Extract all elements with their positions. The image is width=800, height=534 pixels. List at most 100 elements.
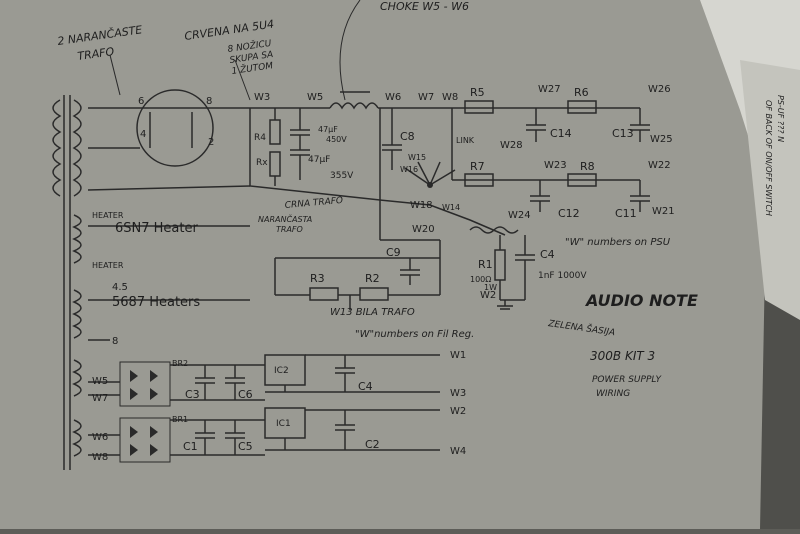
label-rx: Rx: [256, 158, 268, 168]
label-c4-hv: C4: [540, 248, 555, 261]
side-paper: [740, 60, 800, 320]
label-c14: C14: [550, 127, 572, 140]
note-power-1: POWER SUPPLY: [592, 375, 663, 385]
label-c5: C5: [238, 440, 253, 453]
wire-w3: W3: [254, 92, 270, 103]
wire-w8: W8: [442, 92, 458, 103]
note-top-left-2: TRAFO: [77, 45, 116, 63]
fil-reg-lower: [88, 407, 440, 463]
label-c3: C3: [185, 388, 200, 401]
note-power-2: WIRING: [596, 389, 630, 399]
cap-c14: [526, 108, 546, 142]
note-w-fil: "W"numbers on Fil Reg.: [355, 329, 474, 340]
label-c1: C1: [183, 440, 198, 453]
note-side-2: OF BACK OF ON/OFF SWITCH: [764, 100, 773, 216]
cap-c4-hv: [515, 235, 535, 300]
transformer-core: [63, 95, 71, 470]
fil-reg-upper: [88, 354, 440, 407]
wire-w20: W20: [412, 224, 435, 235]
label-r6: R6: [574, 86, 589, 99]
heater-tap-45: 4.5: [112, 282, 128, 293]
heater-tag-2: HEATER: [92, 261, 124, 270]
cap-c9: [400, 258, 420, 285]
label-450v: 450V: [326, 135, 347, 144]
cap-c13: [630, 108, 650, 142]
label-r1-val: 100Ω: [470, 275, 491, 284]
wire-w3-fil: W3: [450, 388, 466, 399]
label-link: LINK: [456, 136, 475, 145]
note-arrow-3: [339, 0, 361, 101]
resistor-r3: [309, 287, 339, 301]
label-c13: C13: [612, 127, 634, 140]
label-r8: R8: [580, 160, 595, 173]
heater-5687-label: 5687 Heaters: [112, 295, 200, 310]
label-r5: R5: [470, 86, 485, 99]
wire-w5-fil: W5: [92, 376, 108, 387]
wire-w2-fil: W2: [450, 406, 466, 417]
wire-w25: W25: [650, 134, 673, 145]
wire-w18: W18: [410, 200, 433, 211]
label-r3: R3: [310, 272, 325, 285]
label-br1: BR1: [172, 415, 188, 424]
wire-w7-fil: W7: [92, 393, 108, 404]
label-r2: R2: [365, 272, 380, 285]
heater-6sn7-winding: [72, 214, 82, 264]
choke-coil: [329, 102, 379, 110]
wire-w23: W23: [544, 160, 567, 171]
rectifier-tube: [136, 89, 214, 167]
note-narancasta-1: NARANČASTA: [258, 213, 312, 224]
label-ic2: IC2: [274, 366, 289, 376]
label-r1: R1: [478, 258, 493, 271]
note-narancasta-2: TRAFO: [276, 225, 303, 234]
wire-w15: W15: [408, 153, 426, 162]
crna-wire: [87, 185, 251, 191]
cap-c8: [382, 108, 402, 170]
label-c12: C12: [558, 207, 580, 220]
heater-tap-8-label: 8: [112, 336, 118, 347]
cap-c12: [530, 180, 550, 212]
fil-winding-1: [72, 359, 82, 397]
wire-w2: W2: [480, 290, 496, 301]
chassis-ground-symbol: [497, 300, 513, 310]
note-choke: CHOKE W5 - W6: [380, 0, 469, 13]
label-c2: C2: [365, 438, 380, 451]
wire-w7: W7: [418, 92, 434, 103]
resistor-r2: [359, 287, 389, 301]
note-side-1: PS-UF ??? N: [776, 95, 785, 142]
wire-w1: W1: [450, 350, 466, 361]
label-c8: C8: [400, 130, 415, 143]
wire-w28: W28: [500, 140, 523, 151]
resistor-r8: [567, 173, 597, 187]
cap-c-bank: [290, 108, 310, 180]
wire-w6: W6: [385, 92, 401, 103]
note-kit: 300B KIT 3: [590, 349, 655, 363]
note-arrow-2: [234, 59, 251, 101]
wire-w27: W27: [538, 84, 561, 95]
resistor-r7: [464, 173, 494, 187]
wire-w6-fil: W6: [92, 432, 108, 443]
label-47uf-1: 47μF: [318, 125, 338, 134]
heater-6sn7-label: 6SN7 Heater: [115, 221, 198, 236]
tube-pin-4: 4: [140, 129, 146, 140]
note-bila: W13 BILA TRAFO: [330, 307, 415, 318]
label-47uf-2: 47μF: [308, 155, 330, 165]
tube-pin-6: 6: [138, 96, 144, 107]
brand-logo: AUDIO NOTE: [584, 291, 698, 310]
label-c11: C11: [615, 207, 637, 220]
cap-c11: [630, 180, 650, 212]
wire-w4: W4: [450, 446, 466, 457]
label-r1-w: 1W: [484, 283, 497, 292]
wire-w16: W16: [400, 165, 418, 174]
heater-tag-1: HEATER: [92, 211, 124, 220]
wire-w5: W5: [307, 92, 323, 103]
resistor-r6: [567, 100, 597, 114]
label-355v: 355V: [330, 171, 354, 181]
label-r7: R7: [470, 160, 485, 173]
note-arrow-1: [109, 54, 121, 96]
label-1nf: 1nF 1000V: [538, 271, 587, 281]
twisted-pair: [469, 226, 519, 234]
star-ground: [404, 161, 456, 188]
wire-w22: W22: [648, 160, 671, 171]
